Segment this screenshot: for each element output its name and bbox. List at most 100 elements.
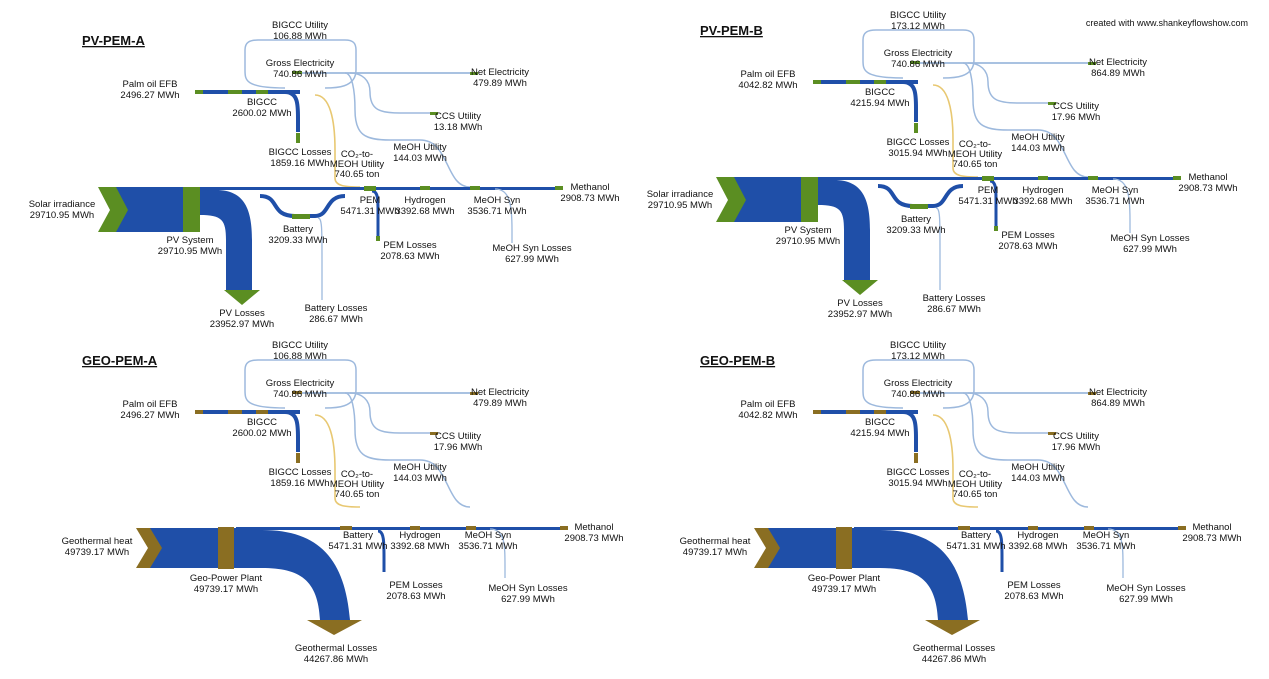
node-label-line: 29710.95 MWh [158, 246, 222, 257]
solar-irradiance-link [116, 187, 200, 232]
node-label-line: 49739.17 MWh [683, 547, 747, 558]
node-label-line: 2078.63 MWh [380, 251, 439, 262]
node-label-line: 13.18 MWh [434, 122, 483, 133]
node-label-line: BIGCC [247, 97, 277, 108]
node-label-line: MeOH Utility [1011, 462, 1065, 473]
meoh-utility-link [962, 392, 1089, 508]
node-label-line: PEM Losses [383, 240, 437, 251]
node-label-line: 2908.73 MWh [1182, 533, 1241, 544]
node-label-line: Battery Losses [923, 293, 986, 304]
node-label-line: BIGCC Utility [272, 340, 328, 351]
hydrogen-node [410, 526, 420, 530]
node-label-line: 5471.31 MWh [328, 541, 387, 552]
node-label-line: Methanol [570, 182, 609, 193]
bigcc-losses-node [296, 453, 300, 463]
node-label-line: 2908.73 MWh [560, 193, 619, 204]
bigcc-losses-node [296, 133, 300, 143]
meoh-syn-losses-link [1107, 528, 1124, 578]
bigcc-losses-link [902, 410, 918, 452]
node-label-line: Geothermal heat [680, 536, 751, 547]
node-label-line: Methanol [1192, 522, 1231, 533]
node-label-line: 144.03 MWh [393, 473, 447, 484]
node-label-line: 2600.02 MWh [232, 108, 291, 119]
node-label-line: CCS Utility [1053, 431, 1099, 442]
node-label-line: Geothermal Losses [295, 643, 378, 654]
node-label-line: BIGCC [865, 87, 895, 98]
meoh-utility-link [344, 72, 471, 188]
node-label-line: 5471.31 MWh [946, 541, 1005, 552]
node-label-line: 740.65 ton [335, 489, 380, 500]
geothermal-heat-link [768, 528, 854, 568]
meoh-syn-losses-link [1112, 178, 1131, 233]
geothermal-heat-link [150, 528, 236, 568]
node-label-line: 4042.82 MWh [738, 410, 797, 421]
node-label-line: Battery [901, 214, 931, 225]
pv-losses-link [200, 190, 252, 292]
node-label-line: 49739.17 MWh [65, 547, 129, 558]
node-label-line: 106.88 MWh [273, 351, 327, 362]
meoh-syn-node [1088, 176, 1098, 180]
node-label-line: 286.67 MWh [927, 304, 981, 315]
node-label-line: Battery [961, 530, 991, 541]
node-label-line: 740.86 MWh [891, 59, 945, 70]
node-label-line: MeOH Utility [393, 142, 447, 153]
node-label-line: Hydrogen [404, 195, 445, 206]
ccs-utility-node [1048, 102, 1056, 105]
node-label-line: Gross Electricity [266, 378, 335, 389]
bigcc-utility-loop [244, 359, 357, 409]
bigcc-node [846, 80, 860, 84]
meoh-syn-losses-link [489, 528, 506, 578]
panel-title: PV-PEM-A [82, 33, 145, 48]
node-label-line: Gross Electricity [884, 48, 953, 59]
pv-losses-link [818, 180, 870, 282]
node-label-line: MeOH Syn [1092, 185, 1138, 196]
node-label-line: CCS Utility [435, 111, 481, 122]
panel-title: GEO-PEM-A [82, 353, 158, 368]
node-label-line: 2496.27 MWh [120, 410, 179, 421]
palm-oil-node [195, 410, 203, 414]
node-label-line: 4215.94 MWh [850, 98, 909, 109]
node-label-line: PV Losses [219, 308, 265, 319]
node-label-line: Gross Electricity [884, 378, 953, 389]
node-label-line: Palm oil EFB [123, 399, 178, 410]
node-label-line: 1859.16 MWh [270, 478, 329, 489]
panel-title: GEO-PEM-B [700, 353, 775, 368]
pem-losses-link [371, 189, 380, 236]
net-electricity-node [470, 72, 478, 75]
palm-oil-node [813, 410, 821, 414]
ccs-utility-link [967, 62, 1048, 104]
node-label-line: BIGCC Losses [269, 147, 332, 158]
meoh-utility-link [344, 392, 471, 508]
node-label-line: 5471.31 MWh [958, 196, 1017, 207]
ccs-utility-node [430, 112, 438, 115]
bigcc-losses-link [902, 80, 918, 122]
node-label-line: Hydrogen [1017, 530, 1058, 541]
node-label-line: MeOH Syn [474, 195, 520, 206]
meoh-syn-node [466, 526, 476, 530]
meoh-syn-node [470, 186, 480, 190]
node-label-line: MeOH Syn Losses [1106, 583, 1185, 594]
node-label-line: Hydrogen [1022, 185, 1063, 196]
node-label-line: 49739.17 MWh [812, 584, 876, 595]
battery-losses-link [317, 217, 323, 300]
